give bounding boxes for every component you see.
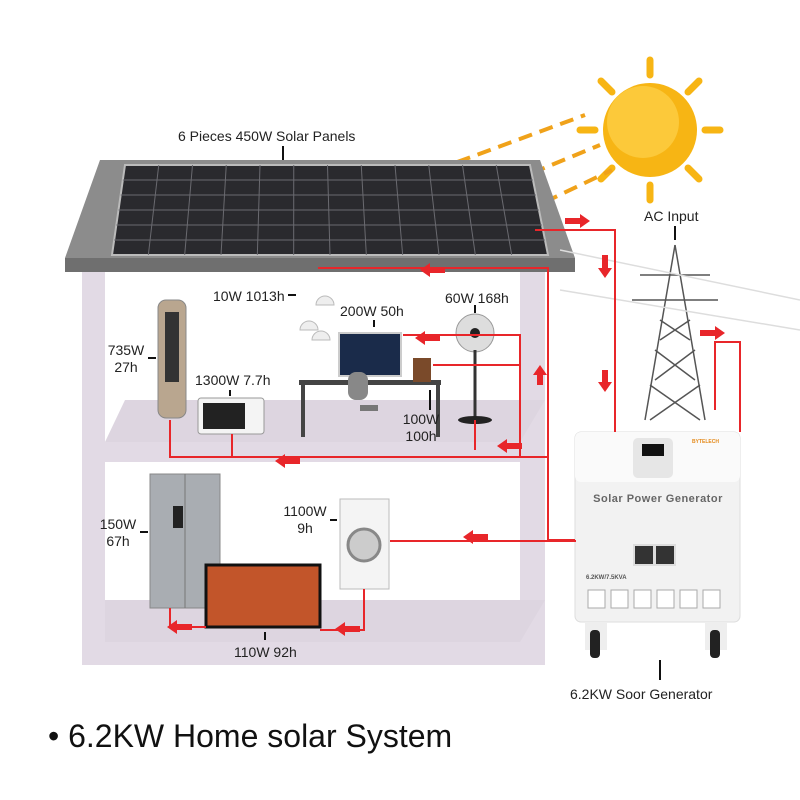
generator-brand: BYTELECH [692, 439, 719, 445]
computer-monitor-icon [338, 332, 402, 377]
solar-panels-label: 6 Pieces 450W Solar Panels [178, 128, 356, 144]
generator-title: Solar Power Generator [593, 493, 723, 505]
sun-icon [576, 56, 724, 204]
fridge-hours: 67h [106, 533, 130, 549]
power-tower-icon [559, 244, 800, 421]
speaker-hours: 100h [405, 428, 437, 444]
air-cooler-hours: 27h [114, 359, 138, 375]
fan-label: 60W 168h [445, 290, 509, 306]
fan-icon [455, 313, 495, 424]
speaker-icon [413, 358, 431, 382]
washer-power: 1100W [283, 503, 327, 519]
solar-generator-icon [574, 431, 741, 658]
generator-label: 6.2KW Soor Generator [570, 686, 713, 702]
title-text: 6.2KW Home solar System [68, 718, 453, 754]
page-title: • 6.2KW Home solar System [48, 718, 452, 755]
generator-spec: 6.2KW/7.5KVA [586, 575, 627, 581]
computer-label: 200W 50h [340, 303, 404, 319]
pendant-lights-icon [299, 295, 335, 341]
speaker-power: 100W [402, 411, 440, 427]
solar-panel-array [110, 164, 550, 256]
tv-icon [204, 563, 322, 629]
chair-icon [348, 372, 368, 400]
air-cooler-power: 735W [107, 342, 145, 358]
washer-hours: 9h [297, 520, 313, 536]
fridge-power: 150W [99, 516, 137, 532]
wiring [169, 229, 741, 631]
desk-icon [299, 380, 441, 385]
tv-label: 110W 92h [234, 644, 297, 660]
microwave-label: 1300W 7.7h [195, 372, 271, 388]
lights-label: 10W 1013h [213, 288, 285, 304]
flow-arrows [167, 214, 725, 636]
ac-input-label: AC Input [644, 208, 699, 224]
bullet: • [48, 718, 60, 754]
